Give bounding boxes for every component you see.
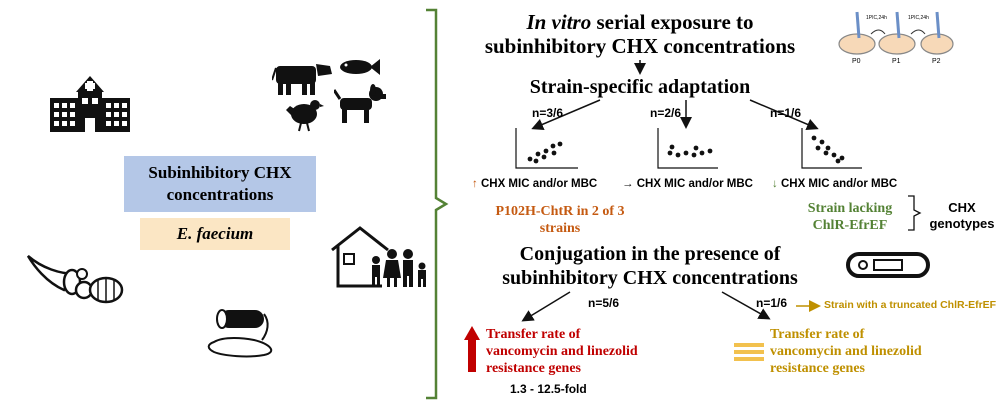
n-label-2: n=2/6 bbox=[650, 106, 682, 120]
tr-right-line3: resistance genes bbox=[770, 361, 865, 376]
result-increased: ↑ CHX MIC and/or MBC bbox=[472, 178, 597, 190]
left-panel: Subinhibitory CHX concentrations E. faec… bbox=[0, 0, 440, 404]
genotype-left: P102H-ChtR in 2 of 3 strains bbox=[470, 203, 650, 237]
conjugation-title-2: subinhibitory CHX concentrations bbox=[502, 267, 798, 289]
subinhibitory-chx-box: Subinhibitory CHX concentrations bbox=[124, 156, 316, 212]
genotype-right-line1: Strain lacking bbox=[807, 201, 893, 216]
cornucopia-icon bbox=[26, 255, 124, 304]
livestock-icon bbox=[272, 64, 332, 95]
passage-p2: P2 bbox=[932, 58, 941, 65]
tr-left-line3: resistance genes bbox=[486, 361, 581, 376]
n-label-4: n=5/6 bbox=[588, 296, 620, 310]
genotype-left-line2: strains bbox=[539, 221, 581, 236]
fish-icon bbox=[340, 59, 380, 75]
transfer-rate-unchanged: Transfer rate of vancomycin and linezoli… bbox=[770, 326, 970, 377]
passage-step-1: 1PIC,24h bbox=[866, 15, 887, 21]
plasmid-icon bbox=[848, 254, 928, 276]
e-faecium-box: E. faecium bbox=[140, 218, 290, 250]
result-decreased-text: CHX MIC and/or MBC bbox=[780, 178, 898, 190]
truncated-strain-label: Strain with a truncated ChlR-EfrEF bbox=[824, 299, 997, 311]
blue-box-line2: concentrations bbox=[166, 185, 274, 204]
arrow-down-icon: ↓ bbox=[772, 178, 778, 190]
arrow-up-icon: ↑ bbox=[472, 178, 478, 190]
passage-p1: P1 bbox=[892, 58, 901, 65]
passage-p0: P0 bbox=[852, 58, 861, 65]
result-unchanged: → CHX MIC and/or MBC bbox=[622, 178, 753, 190]
transfer-rate-increased: Transfer rate of vancomycin and linezoli… bbox=[486, 326, 686, 377]
result-decreased: ↓ CHX MIC and/or MBC bbox=[772, 178, 897, 190]
genotype-right: Strain lacking ChlR-EfrEF bbox=[790, 200, 910, 234]
genotypes-line2: genotypes bbox=[929, 216, 995, 231]
arrow-right-icon: → bbox=[622, 178, 634, 190]
n-label-5: n=1/6 bbox=[756, 296, 788, 310]
result-unchanged-text: CHX MIC and/or MBC bbox=[636, 178, 753, 190]
flow-arrows bbox=[464, 60, 930, 372]
serial-exposure-title: In vitro serial exposure to bbox=[480, 10, 800, 34]
n-label-1: n=3/6 bbox=[532, 106, 564, 120]
title-rest: serial exposure to bbox=[591, 10, 754, 34]
conjugation-title-1: Conjugation in the presence of bbox=[519, 243, 781, 265]
title-italic: In vitro bbox=[526, 10, 592, 34]
hospital-icon bbox=[50, 76, 130, 132]
blue-box-line1: Subinhibitory CHX bbox=[148, 163, 292, 182]
genotypes-line1: CHX bbox=[948, 200, 976, 215]
serial-exposure-title-2: subinhibitory CHX concentrations bbox=[484, 34, 796, 58]
fold-change-label: 1.3 - 12.5-fold bbox=[510, 382, 587, 396]
wastewater-pipe-icon bbox=[207, 309, 273, 358]
right-panel: In vitro serial exposure to subinhibitor… bbox=[450, 0, 1000, 404]
tr-right-line2: vancomycin and linezolid bbox=[770, 344, 922, 359]
group-bracket bbox=[426, 8, 449, 400]
dog-icon bbox=[334, 84, 386, 123]
adaptation-title: Strain-specific adaptation bbox=[529, 76, 751, 98]
genotype-left-line1: P102H-ChtR in 2 of 3 bbox=[495, 204, 625, 219]
chx-genotypes-label: CHX genotypes bbox=[924, 200, 1000, 232]
n-label-3: n=1/6 bbox=[770, 106, 802, 120]
passage-step-2: 1PIC,24h bbox=[908, 15, 929, 21]
chicken-icon bbox=[286, 100, 324, 132]
tr-left-line1: Transfer rate of bbox=[486, 327, 581, 342]
genotype-right-line2: ChlR-EfrEF bbox=[812, 218, 888, 233]
tr-left-line2: vancomycin and linezolid bbox=[486, 344, 638, 359]
family-house-icon bbox=[331, 226, 426, 288]
agar-plate-icon bbox=[838, 11, 954, 55]
result-increased-text: CHX MIC and/or MBC bbox=[480, 178, 598, 190]
tr-right-line1: Transfer rate of bbox=[770, 327, 865, 342]
